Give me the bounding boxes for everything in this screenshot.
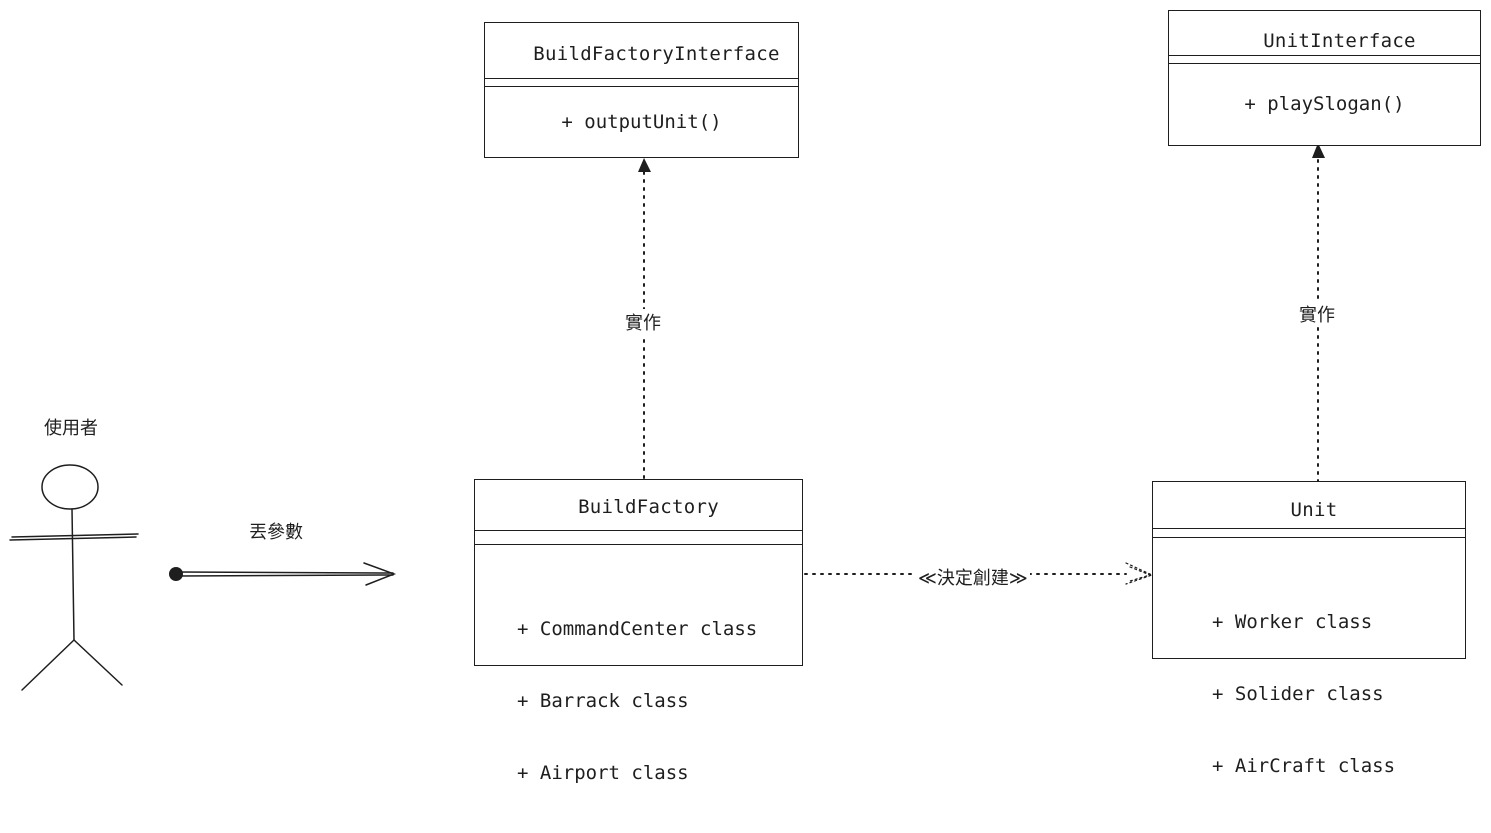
build-factory-member: + Barrack class <box>517 690 689 712</box>
implements-label-right: 實作 <box>1297 301 1337 327</box>
build-factory-title: BuildFactory <box>578 496 719 518</box>
build-factory-member: + CommandCenter class <box>517 618 758 640</box>
separator <box>475 530 802 531</box>
separator <box>1169 63 1480 64</box>
pass-params-label: 丟參數 <box>247 518 305 544</box>
actor-stick-figure[interactable] <box>9 464 139 691</box>
separator <box>1169 55 1480 56</box>
actor-right-leg <box>73 639 123 686</box>
actor-left-leg <box>21 639 75 691</box>
pass-params-start-dot <box>169 567 183 581</box>
separator <box>1153 537 1465 538</box>
actor-label: 使用者 <box>42 414 100 440</box>
build-factory-box[interactable]: BuildFactory + CommandCenter class + Bar… <box>474 479 803 784</box>
implements-label-left: 實作 <box>623 309 663 335</box>
unit-box[interactable]: Unit + Worker class + Solider class + Ai… <box>1152 481 1466 777</box>
actor-body <box>71 508 75 641</box>
decide-create-arrowhead <box>1125 562 1154 585</box>
actor-head <box>41 464 99 510</box>
implements-arrowhead-left <box>638 158 651 172</box>
pass-params-arrowhead <box>363 562 397 586</box>
actor-arms <box>9 533 139 541</box>
build-factory-interface-title: BuildFactoryInterface <box>533 43 780 65</box>
unit-member: + AirCraft class <box>1212 755 1396 777</box>
unit-title: Unit <box>1290 499 1338 521</box>
pass-params-arrow[interactable] <box>169 562 397 586</box>
separator <box>485 78 798 79</box>
build-factory-members: + CommandCenter class + Barrack class + … <box>517 569 757 833</box>
build-factory-interface-method: + outputUnit() <box>561 111 722 133</box>
decide-create-label: ≪決定創建≫ <box>916 564 1030 590</box>
implements-arrowhead-right <box>1312 143 1325 158</box>
separator <box>1153 528 1465 529</box>
build-factory-member: + Airport class <box>517 762 689 784</box>
unit-members: + Worker class + Solider class + AirCraf… <box>1212 562 1395 826</box>
unit-member: + Solider class <box>1212 683 1384 705</box>
unit-interface-box[interactable]: UnitInterface + playSlogan() <box>1168 10 1481 146</box>
separator <box>475 544 802 545</box>
unit-interface-title: UnitInterface <box>1263 30 1416 52</box>
build-factory-interface-box[interactable]: BuildFactoryInterface + outputUnit() <box>484 22 799 158</box>
unit-member: + Worker class <box>1212 611 1373 633</box>
separator <box>485 86 798 87</box>
unit-interface-method: + playSlogan() <box>1244 93 1405 115</box>
